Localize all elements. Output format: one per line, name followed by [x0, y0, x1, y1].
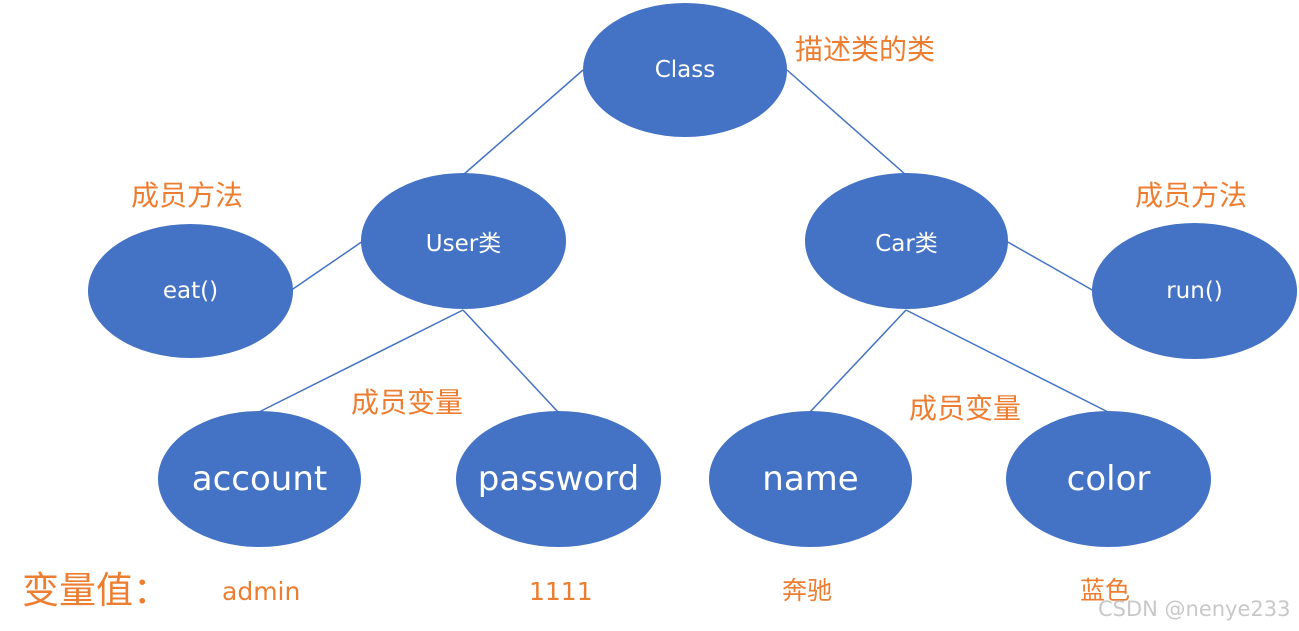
value-benz: 奔驰	[782, 576, 833, 605]
csdn-watermark: CSDN @nenye233	[1098, 597, 1291, 621]
password-field-node: password	[456, 411, 661, 547]
class-node-label: Class	[654, 57, 716, 83]
variable-values-heading: 变量值：	[22, 569, 170, 612]
class-node: Class	[583, 3, 787, 137]
edge-user-account	[258, 309, 464, 413]
account-field-node-label: account	[191, 459, 328, 499]
car-class-node-label: Car类	[875, 231, 938, 257]
color-field-node-label: color	[1066, 459, 1151, 499]
color-field-node: color	[1006, 411, 1211, 547]
member-field-label-right: 成员变量	[909, 392, 1022, 425]
member-field-label-left: 成员变量	[351, 386, 464, 419]
name-field-node: name	[709, 411, 912, 547]
value-1111: 1111	[529, 577, 593, 606]
edge-class-car	[786, 69, 907, 176]
name-field-node-label: name	[762, 459, 859, 499]
car-class-node: Car类	[805, 173, 1008, 309]
edge-user-password	[462, 309, 559, 413]
user-class-node: User类	[361, 173, 566, 309]
user-class-node-label: User类	[425, 231, 502, 257]
edge-car-name	[809, 309, 907, 413]
class-description-label: 描述类的类	[795, 33, 936, 66]
edge-car-run	[1005, 240, 1095, 292]
run-method-node-label: run()	[1166, 278, 1223, 304]
password-field-node-label: password	[477, 459, 640, 499]
eat-method-node-label: eat()	[162, 278, 219, 304]
eat-method-node: eat()	[88, 224, 293, 358]
value-blue: 蓝色	[1080, 576, 1131, 605]
edge-car-color	[905, 309, 1109, 413]
edge-user-eat	[289, 240, 364, 292]
member-method-label-left: 成员方法	[131, 179, 244, 212]
member-method-label-right: 成员方法	[1135, 179, 1248, 212]
run-method-node: run()	[1092, 223, 1297, 359]
account-field-node: account	[158, 411, 361, 547]
value-admin: admin	[222, 577, 301, 606]
edge-class-user	[462, 69, 584, 176]
